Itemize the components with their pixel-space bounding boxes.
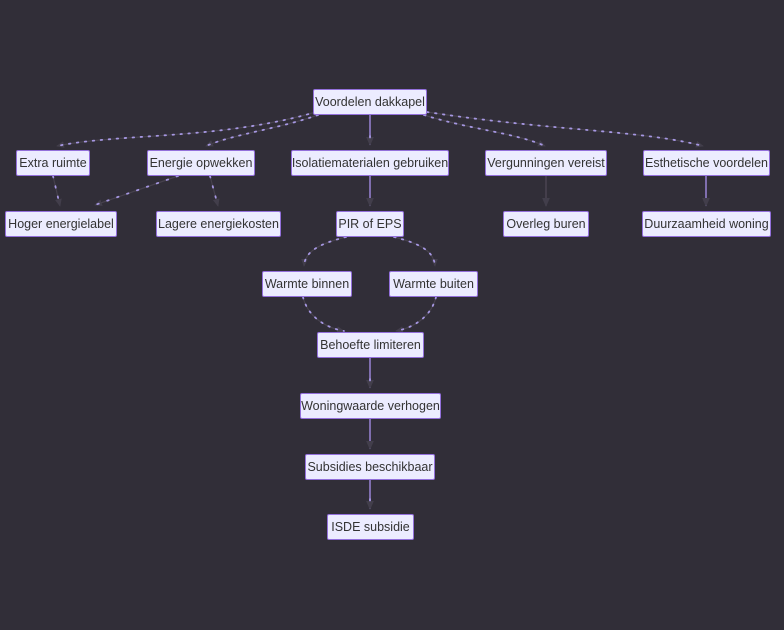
edge-extra-ruimte-hoger-energielabel — [52, 175, 62, 207]
node-behoefte-limiteren[interactable]: Behoefte limiteren — [317, 332, 424, 358]
node-pir-of-eps[interactable]: PIR of EPS — [336, 211, 404, 237]
node-subsidies-beschikbaar[interactable]: Subsidies beschikbaar — [305, 454, 435, 480]
edge-warmte-binnen-behoefte-limiteren — [302, 296, 345, 334]
node-overleg-buren[interactable]: Overleg buren — [503, 211, 589, 237]
node-lagere-energiekosten[interactable]: Lagere energiekosten — [156, 211, 281, 237]
edge-energie-opwekken-lagere-energiekosten — [209, 175, 220, 207]
node-isolatiematerialen-gebruiken[interactable]: Isolatiematerialen gebruiken — [291, 150, 449, 176]
node-warmte-buiten[interactable]: Warmte buiten — [389, 271, 478, 297]
node-voordelen-dakkapel[interactable]: Voordelen dakkapel — [313, 89, 427, 115]
edge-pir-of-eps-warmte-binnen — [301, 236, 347, 267]
edge-energie-opwekken-hoger-energielabel — [94, 175, 179, 206]
edge-voordelen-dakkapel-esthetische-voordelen — [426, 111, 704, 148]
node-extra-ruimte[interactable]: Extra ruimte — [16, 150, 90, 176]
node-hoger-energielabel[interactable]: Hoger energielabel — [5, 211, 117, 237]
edge-pir-of-eps-warmte-buiten — [393, 236, 438, 267]
edge-voordelen-dakkapel-extra-ruimte — [56, 111, 317, 148]
node-energie-opwekken[interactable]: Energie opwekken — [147, 150, 255, 176]
node-isde-subsidie[interactable]: ISDE subsidie — [327, 514, 414, 540]
node-woningwaarde-verhogen[interactable]: Woningwaarde verhogen — [300, 393, 441, 419]
edge-warmte-buiten-behoefte-limiteren — [395, 296, 437, 334]
edge-voordelen-dakkapel-vergunningen-vereist — [423, 114, 546, 147]
node-warmte-binnen[interactable]: Warmte binnen — [262, 271, 352, 297]
node-esthetische-voordelen[interactable]: Esthetische voordelen — [643, 150, 770, 176]
node-duurzaamheid-woning[interactable]: Duurzaamheid woning — [642, 211, 771, 237]
node-vergunningen-vereist[interactable]: Vergunningen vereist — [485, 150, 607, 176]
edge-voordelen-dakkapel-energie-opwekken — [205, 114, 319, 147]
